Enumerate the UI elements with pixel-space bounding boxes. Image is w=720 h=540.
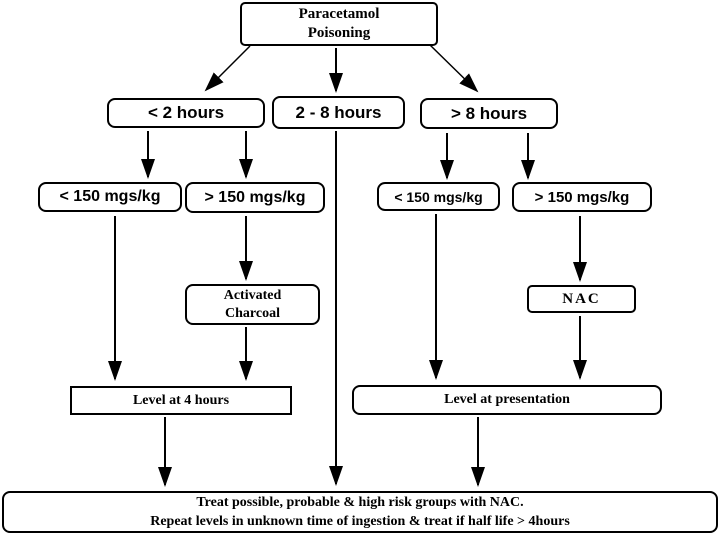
- node-right-under-150-mgs-kg: < 150 mgs/kg: [377, 182, 500, 211]
- node-level-at-4-hours: Level at 4 hours: [70, 386, 292, 415]
- node-paracetamol-poisoning: Paracetamol Poisoning: [240, 2, 438, 46]
- node-paracetamol-poisoning-line2: Poisoning: [307, 25, 371, 41]
- node-left-under-150-mgs-kg: < 150 mgs/kg: [38, 182, 182, 212]
- node-over-8-hours: > 8 hours: [420, 98, 558, 129]
- node-nac: NAC: [527, 285, 636, 313]
- node-right-over-150-mgs-kg: > 150 mgs/kg: [512, 182, 652, 212]
- node-under-2-hours-label: < 2 hours: [147, 103, 225, 122]
- node-left-over-150-mgs-kg: > 150 mgs/kg: [185, 182, 325, 213]
- node-under-2-hours: < 2 hours: [107, 98, 265, 128]
- node-left-over-150-mgs-kg-label: > 150 mgs/kg: [204, 188, 306, 206]
- node-nac-label: NAC: [562, 290, 601, 307]
- node-2-to-8-hours-label: 2 - 8 hours: [295, 102, 382, 122]
- node-paracetamol-poisoning-line1: Paracetamol: [298, 6, 380, 22]
- node-treat-summary-line1: Treat possible, probable & high risk gro…: [196, 495, 524, 510]
- node-level-at-presentation: Level at presentation: [352, 385, 662, 415]
- node-right-under-150-mgs-kg-label: < 150 mgs/kg: [394, 188, 483, 205]
- node-activated-charcoal: Activated Charcoal: [185, 284, 320, 325]
- arrow-root-to-gt8h: [429, 44, 479, 93]
- node-over-8-hours-label: > 8 hours: [450, 103, 528, 123]
- arrow-root-to-lt2h: [204, 45, 251, 92]
- node-activated-charcoal-line1: Activated: [223, 287, 282, 303]
- node-left-under-150-mgs-kg-label: < 150 mgs/kg: [59, 188, 161, 205]
- node-treat-summary: Treat possible, probable & high risk gro…: [2, 491, 718, 533]
- node-right-over-150-mgs-kg-label: > 150 mgs/kg: [534, 188, 630, 206]
- node-level-at-4-hours-label: Level at 4 hours: [132, 392, 230, 408]
- node-2-to-8-hours: 2 - 8 hours: [272, 96, 405, 129]
- node-activated-charcoal-line2: Charcoal: [225, 305, 280, 321]
- node-treat-summary-line2: Repeat levels in unknown time of ingesti…: [150, 514, 570, 529]
- node-level-at-presentation-label: Level at presentation: [444, 392, 570, 407]
